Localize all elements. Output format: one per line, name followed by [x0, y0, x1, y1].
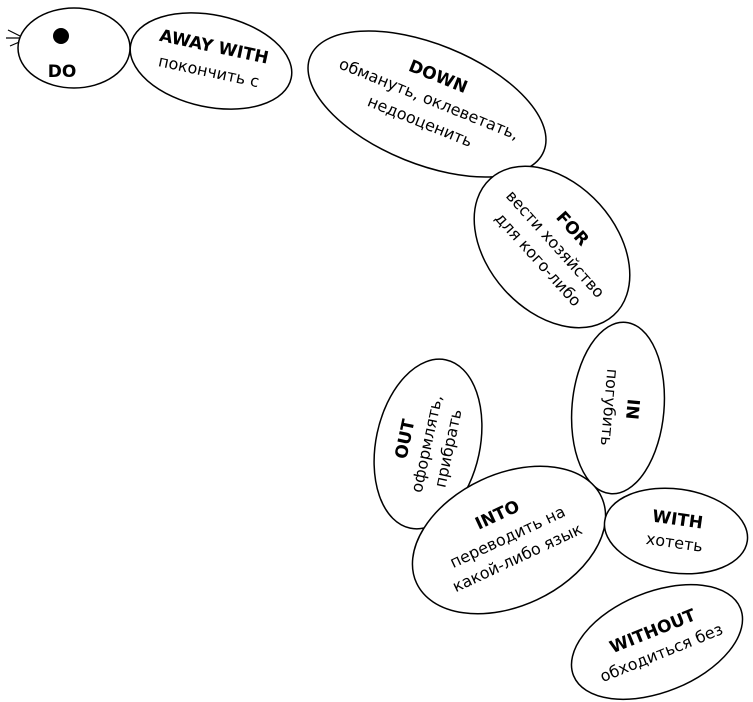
segment-ellipse	[307, 30, 547, 178]
segment-for: FOR вести хозяйство для кого-либо	[473, 165, 631, 329]
segment-down: DOWN обмануть, оклеветать, недооценить	[307, 30, 547, 178]
segment-ellipse	[570, 583, 744, 701]
segment-ellipse	[570, 321, 666, 495]
segment-ellipse	[373, 358, 483, 530]
segment-into: INTO переводить на какой-либо язык	[411, 465, 607, 615]
segment-away-with: AWAY WITH покончить с	[129, 12, 293, 110]
snake-head: DO	[6, 7, 131, 89]
segment-ellipse	[129, 12, 293, 110]
segment-ellipse	[473, 165, 631, 329]
segment-out: OUT оформлять, прибрать	[373, 358, 483, 530]
snake-eye-icon	[53, 28, 69, 44]
segment-ellipse	[411, 465, 607, 615]
segment-without: WITHOUT обходиться без	[570, 583, 744, 701]
root-label: DO	[48, 62, 77, 82]
segment-keyword: IN	[621, 398, 643, 420]
segment-with: WITH хотеть	[603, 487, 749, 575]
segment-in: IN погубить	[570, 321, 666, 495]
segment-ellipse	[603, 487, 749, 575]
